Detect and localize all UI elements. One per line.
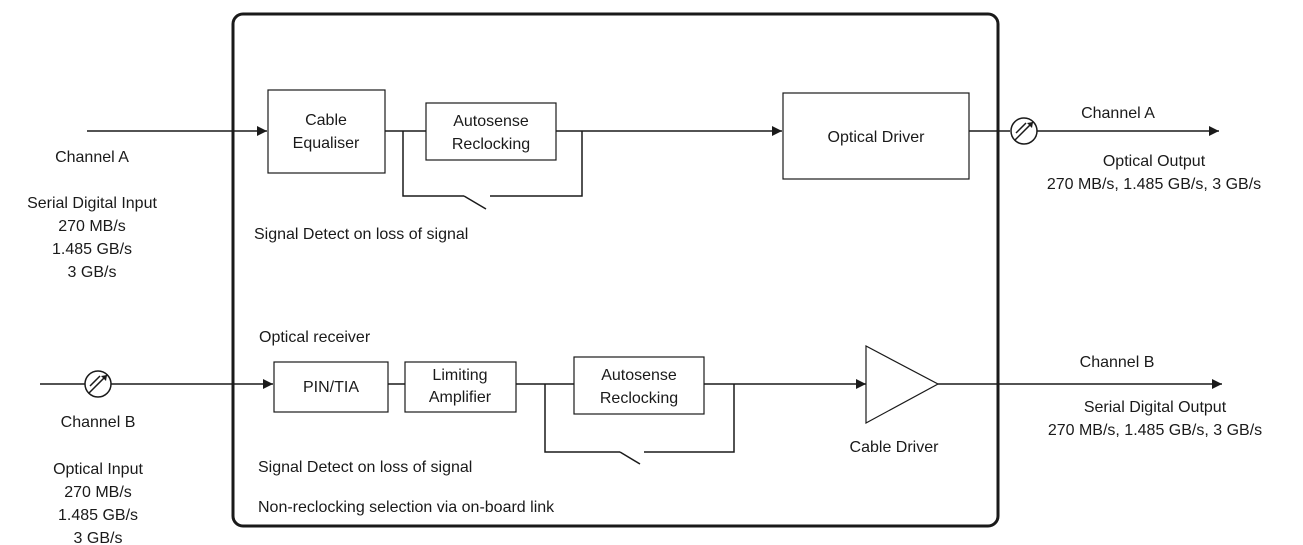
optical-driver-box [782, 92, 970, 180]
right-channel-a-type: Optical Output [1103, 153, 1206, 170]
cable-driver-triangle [865, 345, 940, 425]
left-channel-b-type: Optical Input [53, 461, 143, 478]
non-reclocking-note: Non-reclocking selection via on-board li… [258, 499, 555, 516]
bottom-bypass-line [544, 384, 620, 453]
left-channel-b-rate-2: 1.485 GB/s [58, 507, 138, 524]
bottom-autosense-label-line2: Reclocking [600, 390, 678, 407]
left-channel-a-rate-1: 270 MB/s [58, 218, 126, 235]
right-channel-b-type: Serial Digital Output [1084, 399, 1227, 416]
left-channel-b-title: Channel B [61, 414, 136, 431]
top-bypass-switch [463, 195, 487, 210]
right-channel-b-title: Channel B [1080, 354, 1155, 371]
cable-equaliser-label-line1: Cable [305, 112, 347, 129]
module-frame [231, 12, 1000, 528]
optical-output-connector-icon [1010, 117, 1038, 145]
right-channel-a-rates: 270 MB/s, 1.485 GB/s, 3 GB/s [1047, 176, 1261, 193]
cable-equaliser-box [267, 89, 386, 174]
optical-input-connector-icon [84, 370, 112, 398]
optical-receiver-label: Optical receiver [259, 329, 371, 346]
bottom-signal-detect-note: Signal Detect on loss of signal [258, 459, 472, 476]
pin-tia-label: PIN/TIA [303, 379, 359, 396]
limiting-amplifier-label-line2: Amplifier [429, 389, 492, 406]
top-bypass-line [402, 131, 464, 197]
right-channel-b-rates: 270 MB/s, 1.485 GB/s, 3 GB/s [1048, 422, 1262, 439]
limiting-amplifier-box [404, 361, 517, 413]
left-channel-a-type: Serial Digital Input [27, 195, 157, 212]
right-channel-a-title: Channel A [1081, 105, 1155, 122]
left-channel-b-rate-3: 3 GB/s [74, 530, 123, 545]
optical-driver-label: Optical Driver [828, 129, 926, 146]
top-autosense-label-line1: Autosense [453, 113, 529, 130]
top-autosense-label-line2: Reclocking [452, 136, 530, 153]
cable-equaliser-label-line2: Equaliser [293, 135, 360, 152]
pin-tia-box [273, 361, 389, 413]
left-channel-a-rate-2: 1.485 GB/s [52, 241, 132, 258]
left-channel-a-title: Channel A [55, 149, 129, 166]
bottom-bypass-switch [619, 451, 641, 465]
top-signal-detect-note: Signal Detect on loss of signal [254, 226, 468, 243]
left-channel-a-rate-3: 3 GB/s [68, 264, 117, 281]
bottom-bypass-return-line [644, 384, 735, 453]
left-channel-b-rate-1: 270 MB/s [64, 484, 132, 501]
top-autosense-reclocking-box [425, 102, 557, 161]
cable-driver-label: Cable Driver [850, 439, 940, 456]
bottom-autosense-label-line1: Autosense [601, 367, 677, 384]
bottom-autosense-reclocking-box [573, 356, 705, 415]
limiting-amplifier-label-line1: Limiting [432, 367, 487, 384]
top-bypass-return-line [490, 131, 583, 197]
